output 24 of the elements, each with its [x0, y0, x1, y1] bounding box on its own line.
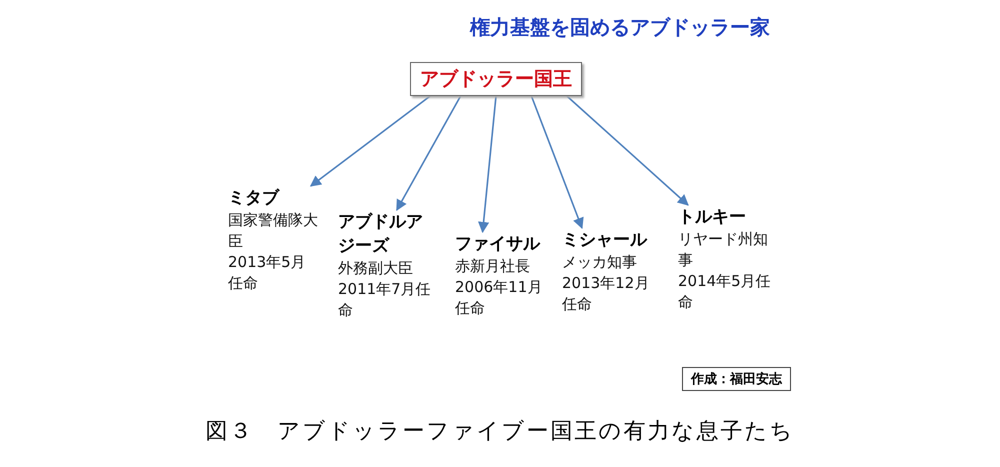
author-box: 作成：福田安志: [682, 367, 791, 391]
figure-caption: 図３ アブドッラーファイブー国王の有力な息子たち: [204, 418, 796, 446]
arrow: [478, 96, 497, 234]
arrow: [566, 95, 689, 206]
person-name: トルキー: [678, 206, 747, 229]
appointment-text: 2013年12月任命: [562, 273, 650, 315]
arrow: [396, 96, 462, 211]
arrow: [530, 96, 584, 230]
person-name: アブドルアジーズ: [338, 211, 424, 258]
position-text: 外務副大臣: [338, 258, 414, 279]
person-name: ファイサル: [455, 233, 542, 256]
person-name: ミタブ: [228, 187, 281, 210]
position-text: 赤新月社長: [455, 256, 531, 277]
diagram-title: 権力基盤を固めるアブドッラー家: [470, 14, 770, 41]
name-box: アブドッラー国王: [410, 62, 582, 96]
position-text: 国家警備隊大臣: [228, 210, 319, 252]
arrow: [310, 95, 431, 187]
appointment-text: 2014年5月任命: [678, 271, 772, 313]
appointment-text: 2011年7月任命: [338, 279, 432, 321]
position-text: リヤード州知事: [678, 229, 769, 271]
person-name: ミシャール: [562, 229, 648, 252]
appointment-text: 2013年5月任命: [228, 252, 307, 294]
position-text: メッカ知事: [562, 252, 638, 273]
appointment-text: 2006年11月任命: [455, 277, 544, 319]
